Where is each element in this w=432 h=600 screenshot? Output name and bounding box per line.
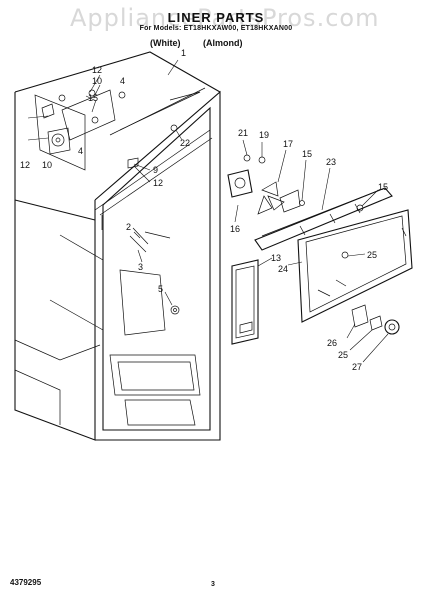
evaporator-cover [297, 209, 413, 323]
part-label: 13 [271, 253, 281, 263]
part-label: 10 [42, 160, 52, 170]
damper-control [351, 304, 400, 335]
page-number: 3 [211, 581, 215, 588]
air-grille [231, 259, 259, 345]
hardware-parts [41, 89, 180, 315]
part-label: 23 [326, 157, 336, 167]
diagram-title: LINER PARTS [167, 10, 265, 25]
part-label: 25 [338, 350, 348, 360]
part-label: 12 [20, 160, 30, 170]
part-label: 2 [126, 222, 131, 232]
liner-body [14, 51, 221, 441]
part-label: 15 [88, 93, 98, 103]
part-label: 15 [302, 149, 312, 159]
part-label: 1 [181, 48, 186, 58]
part-label: 15 [378, 182, 388, 192]
part-label: 12 [153, 178, 163, 188]
part-label: 22 [180, 138, 190, 148]
part-number-callouts: 1 12 10 4 15 12 10 4 22 9 12 21 19 17 15… [20, 48, 388, 372]
part-label: 10 [92, 76, 102, 86]
part-label: 21 [238, 128, 248, 138]
variant-almond: (Almond) [203, 38, 243, 48]
part-label: 5 [158, 284, 163, 294]
fan-assembly [227, 154, 393, 251]
part-label: 25 [367, 250, 377, 260]
watermark-text: AppliancePartsPros.com [70, 4, 380, 32]
part-label: 9 [153, 165, 158, 175]
part-label: 4 [120, 76, 125, 86]
part-label: 16 [230, 224, 240, 234]
leader-lines [27, 59, 389, 363]
part-label: 27 [352, 362, 362, 372]
part-label: 3 [138, 262, 143, 272]
model-list: For Models: ET18HKXAW00, ET18HKXAN00 [139, 25, 293, 32]
part-label: 12 [92, 65, 102, 75]
document-number: 4379295 [10, 578, 42, 587]
part-label: 24 [278, 264, 288, 274]
part-label: 26 [327, 338, 337, 348]
variant-white: (White) [150, 38, 181, 48]
part-label: 19 [259, 130, 269, 140]
part-label: 4 [78, 146, 83, 156]
part-label: 17 [283, 139, 293, 149]
